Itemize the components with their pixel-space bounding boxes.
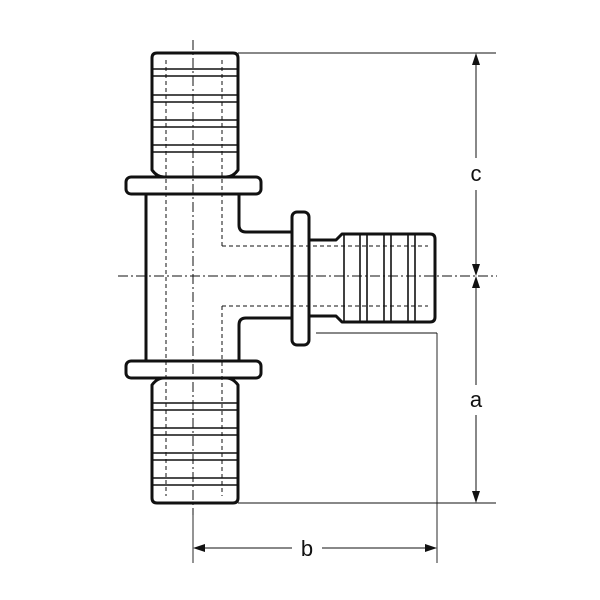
- bottom-spigot: [150, 376, 240, 505]
- dimension-a: a: [470, 276, 483, 503]
- hidden-bore-lines: [165, 60, 428, 496]
- right-flange: [290, 210, 311, 347]
- right-spigot: [307, 232, 437, 324]
- dimension-b: b: [193, 536, 437, 561]
- dimension-c: c: [471, 53, 482, 276]
- dimension-label-a: a: [470, 387, 483, 412]
- tee-body: [144, 191, 294, 364]
- top-spigot: [150, 51, 240, 179]
- center-lines: [118, 40, 497, 515]
- dimension-label-c: c: [471, 161, 482, 186]
- dimension-label-b: b: [301, 536, 313, 561]
- extension-lines: [192, 52, 496, 563]
